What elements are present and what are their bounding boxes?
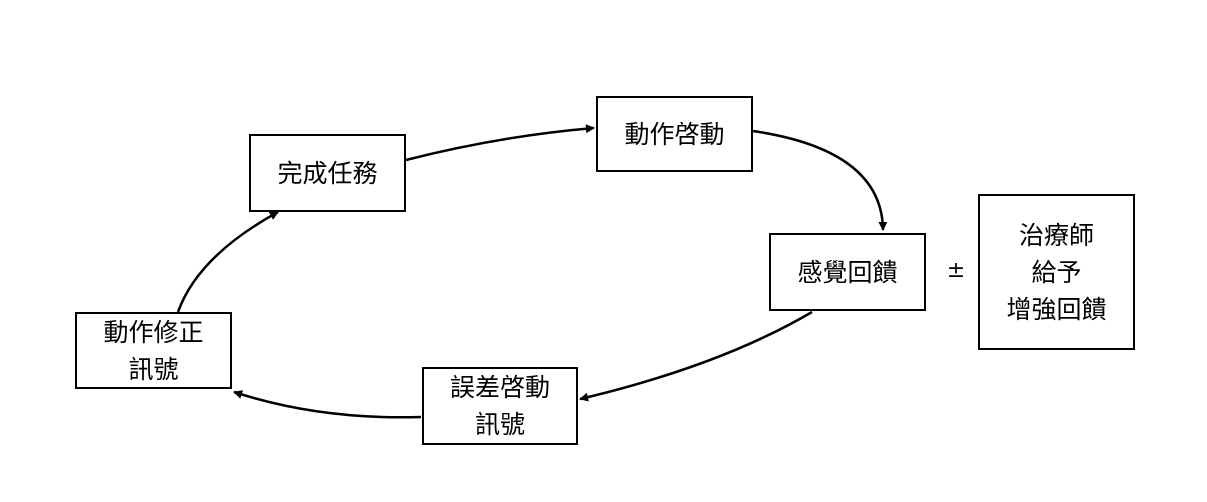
node-label-line-1: 誤差啓動 — [449, 373, 550, 402]
node-label: 完成任務 — [277, 158, 378, 188]
node-action-start: 動作啓動 — [596, 96, 753, 172]
node-error-signal: 誤差啓動 訊號 — [422, 367, 578, 445]
node-label-line-2: 給予 — [1031, 257, 1082, 287]
arrow-complete-task-to-action-start — [405, 124, 595, 162]
node-label: 感覺回饋 — [797, 257, 898, 287]
node-sensory-feedback: 感覺回饋 — [769, 233, 926, 311]
arrow-action-start-to-sensory-feedback — [752, 129, 888, 231]
plus-minus-operator: ± — [946, 258, 966, 283]
node-label-line-2: 訊號 — [128, 354, 179, 384]
arrow-correction-signal-to-complete-task — [176, 210, 279, 313]
arrow-sensory-feedback-to-error-signal — [579, 310, 813, 402]
node-label-line-3: 增強回饋 — [1006, 294, 1107, 324]
node-label-line-2: 訊號 — [474, 410, 525, 439]
arrow-error-signal-to-correction-signal — [233, 390, 422, 419]
node-correction-signal: 動作修正 訊號 — [75, 312, 232, 389]
node-label-line-1: 治療師 — [1018, 220, 1094, 250]
node-complete-task: 完成任務 — [249, 134, 406, 212]
node-label-line-1: 動作修正 — [103, 317, 204, 347]
node-therapist-feedback: 治療師 給予 增強回饋 — [978, 194, 1135, 350]
node-label: 動作啓動 — [624, 119, 725, 149]
